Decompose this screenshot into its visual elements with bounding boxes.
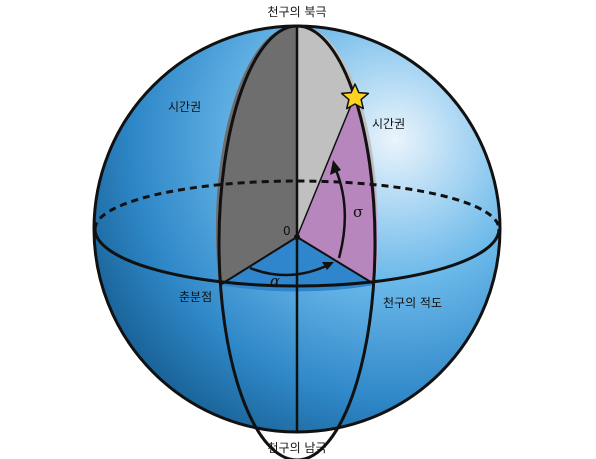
declination-sector [297, 97, 378, 285]
hour-circle-left-label: 시간권 [168, 100, 201, 114]
alpha-arrowhead [322, 262, 334, 270]
sigma-arc [334, 169, 347, 259]
origin-label: 0 [283, 224, 291, 238]
origin-point [294, 234, 300, 240]
radius-to-star [296, 97, 355, 238]
radius-to-equator-point [296, 236, 375, 285]
radius-to-equinox [219, 236, 298, 286]
celestial-equator-label: 천구의 적도 [383, 295, 442, 310]
left-hour-circle-plane [215, 26, 297, 285]
sigma-arrowhead [330, 160, 341, 175]
alpha-symbol: α [270, 272, 280, 290]
star-icon [340, 83, 370, 110]
north-pole-label: 천구의 북극 [267, 4, 326, 19]
alpha-arc [249, 264, 327, 277]
equator-back [93, 179, 501, 230]
sigma-symbol: σ [353, 203, 363, 221]
south-pole-label: 천구의 남극 [267, 440, 326, 455]
hour-circle-right-label: 시간권 [372, 117, 405, 131]
vernal-equinox-label: 춘분점 [179, 290, 212, 304]
